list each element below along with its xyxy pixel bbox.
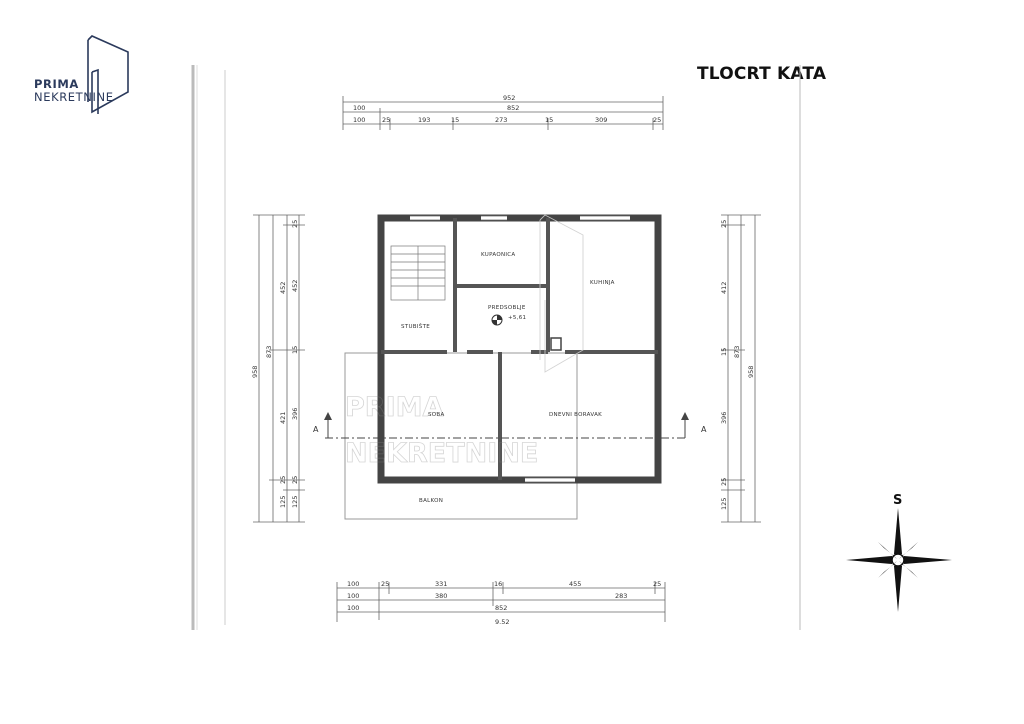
dim-right-a4: 396	[720, 412, 728, 424]
dim-bot-1b: 25	[381, 580, 389, 588]
dim-bot-2b: 380	[435, 592, 447, 600]
watermark-line1: PRIMA	[345, 392, 443, 423]
dim-right-total: 958	[747, 366, 755, 378]
dim-bot-1a: 100	[347, 580, 359, 588]
dim-top-total: 952	[503, 94, 515, 102]
dim-bot-4: 9.52	[495, 618, 509, 626]
room-label-kupaonica: KUPAONICA	[481, 252, 515, 258]
dim-bot-1d: 16	[494, 580, 502, 588]
dim-bot-1f: 25	[653, 580, 661, 588]
bottom-dimension-lines	[336, 582, 666, 622]
dim-right-a1: 25	[720, 220, 728, 228]
room-label-kuhinja: KUHINJA	[590, 280, 615, 286]
dim-bot-1e: 455	[569, 580, 581, 588]
staircase	[390, 245, 446, 301]
brand-wordmark: PRIMA NEKRETNINE	[34, 78, 114, 104]
level-marker-icon	[491, 314, 503, 326]
dim-left-b3: 15	[291, 346, 299, 354]
dim-left-b4: 396	[291, 408, 299, 420]
interior-walls	[381, 218, 658, 480]
brand-logo-icon	[87, 35, 129, 114]
dim-bot-2a: 100	[347, 592, 359, 600]
compass-icon: S	[846, 493, 952, 612]
dim-left-a2: 421	[279, 412, 287, 424]
right-dimension-lines	[721, 214, 761, 523]
exterior-walls	[377, 214, 662, 484]
dim-top-3c: 193	[418, 116, 430, 124]
room-label-level: +5,61	[508, 315, 526, 321]
dim-top-2a: 100	[353, 104, 365, 112]
dim-left-a3: 25	[279, 476, 287, 484]
dim-bot-1c: 331	[435, 580, 447, 588]
room-label-dnevni: DNEVNI BORAVAK	[549, 412, 602, 418]
dim-left-b1: 25	[291, 220, 299, 228]
dim-left-a4: 125	[279, 496, 287, 508]
room-label-soba: SOBA	[428, 412, 445, 418]
floor-plan: 952 100 852 100 25 193 15 273 15 309 25 …	[191, 65, 801, 630]
dim-top-3g: 309	[595, 116, 607, 124]
dim-right-a3: 15	[720, 348, 728, 356]
balcony-outline	[344, 352, 578, 520]
dim-top-3d: 15	[451, 116, 459, 124]
dim-top-3f: 15	[545, 116, 553, 124]
dim-bot-2c: 283	[615, 592, 627, 600]
dim-right-a2: 412	[720, 282, 728, 294]
dim-left-b5: 25	[291, 476, 299, 484]
dim-left-b6: 125	[291, 496, 299, 508]
dim-left-mid: 873	[265, 346, 273, 358]
dim-bot-3b: 852	[495, 604, 507, 612]
dim-top-2b: 852	[507, 104, 519, 112]
room-label-predsoblje: PREDSOBLJE	[488, 305, 526, 311]
dim-bot-3a: 100	[347, 604, 359, 612]
room-label-balkon: BALKON	[419, 498, 443, 504]
dim-top-3a: 100	[353, 116, 365, 124]
left-dimension-lines	[253, 214, 305, 523]
section-label-right: A	[701, 425, 707, 434]
dim-left-total: 958	[251, 366, 259, 378]
compass-label: S	[893, 493, 902, 508]
brand-line1: PRIMA	[34, 77, 79, 91]
page-title: TLOCRT KATA	[697, 64, 827, 84]
brand-line2: NEKRETNINE	[34, 90, 114, 104]
section-label-left: A	[313, 425, 319, 434]
chimney	[550, 337, 562, 351]
dim-top-3h: 25	[653, 116, 661, 124]
room-label-stubiste: STUBIŠTE	[401, 323, 430, 330]
dim-right-a5: 25	[720, 478, 728, 486]
watermark-line2: NEKRETNINE	[345, 438, 538, 469]
watermark	[539, 214, 584, 373]
dim-right-a6: 125	[720, 498, 728, 510]
dim-left-a1: 452	[279, 282, 287, 294]
dim-top-3e: 273	[495, 116, 507, 124]
section-line	[324, 412, 689, 439]
dim-left-b2: 452	[291, 280, 299, 292]
dim-right-mid: 873	[733, 346, 741, 358]
top-dimension-lines	[342, 96, 664, 130]
dim-top-3b: 25	[382, 116, 390, 124]
